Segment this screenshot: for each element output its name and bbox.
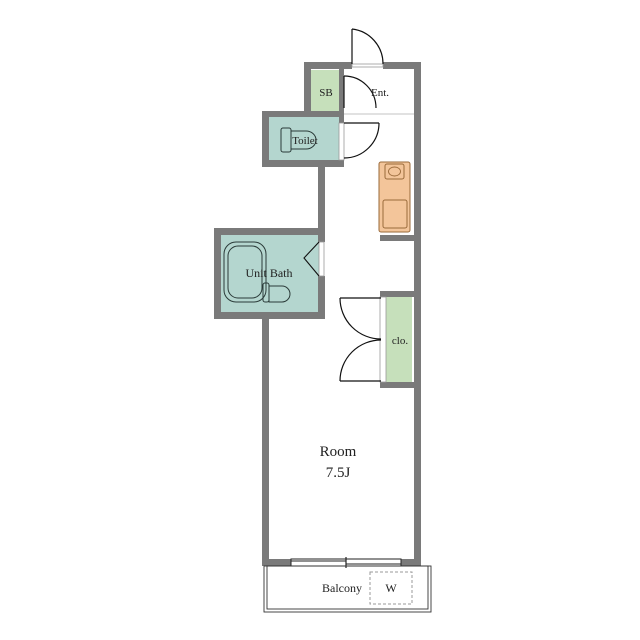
toilet-door[interactable] bbox=[338, 122, 380, 161]
sb-label: SB bbox=[319, 87, 332, 99]
bath-toilet-icon bbox=[262, 282, 291, 303]
toilet-label: Toilet bbox=[292, 135, 318, 147]
room-size-label: 7.5J bbox=[326, 465, 351, 481]
bathtub-icon bbox=[223, 241, 267, 303]
balcony-label: Balcony bbox=[322, 581, 362, 595]
balcony-outline bbox=[263, 565, 432, 613]
entrance-label: Ent. bbox=[371, 87, 389, 99]
toilet-bowl-icon bbox=[280, 127, 317, 153]
closet-label: clo. bbox=[392, 335, 408, 347]
washer-space bbox=[369, 571, 413, 605]
closet-fill bbox=[386, 297, 412, 382]
kitchen-counter bbox=[378, 161, 411, 233]
room-name-label: Room bbox=[320, 444, 357, 460]
unit-bath-label: Unit Bath bbox=[246, 266, 293, 280]
walls bbox=[214, 62, 421, 566]
unit-bath-fill bbox=[220, 234, 320, 314]
sb-door[interactable] bbox=[343, 75, 377, 109]
stove-icon bbox=[384, 163, 405, 180]
bath-door[interactable] bbox=[303, 241, 325, 277]
sink-icon bbox=[382, 199, 408, 229]
closet-doors[interactable] bbox=[339, 296, 387, 383]
toilet-fill bbox=[268, 116, 341, 161]
sb-fill bbox=[311, 70, 341, 112]
front-door[interactable] bbox=[351, 28, 384, 68]
washer-label: W bbox=[385, 581, 397, 595]
